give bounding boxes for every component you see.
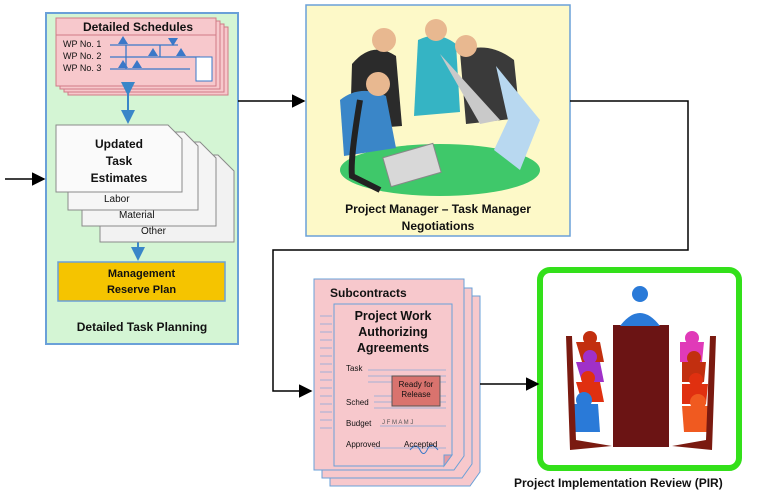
signature-mark — [409, 444, 439, 454]
wp-label-1: WP No. 1 — [63, 39, 102, 49]
budget-label: Budget — [346, 419, 372, 428]
ready-line-2: Release — [401, 390, 431, 399]
reserve-plan-label: Management Reserve Plan — [58, 266, 225, 298]
gantt-mini-doc — [195, 56, 213, 82]
gantt-lines — [110, 44, 200, 70]
estimates-title-line-1: Updated — [95, 137, 143, 151]
conference-table-illustration — [566, 286, 716, 450]
ready-for-release-box — [391, 375, 441, 407]
agreement-title: Project Work Authorizing Agreements — [334, 308, 452, 356]
estimate-pages — [55, 124, 235, 243]
estimate-page-material: Material — [119, 210, 155, 221]
reserve-plan-line-1: Management — [107, 268, 176, 280]
pir-caption: Project Implementation Review (PIR) — [514, 476, 723, 490]
planning-title: Detailed Task Planning — [76, 320, 208, 334]
meeting-illustration — [340, 19, 540, 196]
negotiation-to-agreement-connector — [272, 100, 689, 398]
reserve-plan-box — [57, 261, 226, 302]
ready-for-release-label: Ready for Release — [392, 380, 440, 400]
wp-label-3: WP No. 3 — [63, 63, 102, 73]
estimate-page-labor: Labor — [104, 194, 130, 205]
negotiation-caption: Project Manager – Task Manager Negotiati… — [306, 201, 570, 235]
agreement-title-line-2: Authorizing — [358, 325, 428, 339]
negotiation-caption-line-2: Negotiations — [401, 219, 475, 233]
gantt-triangles — [118, 36, 186, 68]
estimates-title-line-2: Task — [105, 154, 133, 168]
subcontracts-label: Subcontracts — [330, 286, 407, 300]
sched-label: Sched — [346, 398, 369, 407]
schedules-title: Detailed Schedules — [82, 20, 194, 34]
reserve-plan-line-2: Reserve Plan — [106, 284, 177, 296]
agreement-title-line-3: Agreements — [356, 341, 430, 355]
ready-line-1: Ready for — [398, 380, 434, 389]
wp-label-2: WP No. 2 — [63, 51, 102, 61]
accepted-label: Accepted — [404, 440, 438, 449]
negotiation-caption-line-1: Project Manager – Task Manager — [345, 202, 531, 216]
months-label: J F M A M J — [382, 420, 414, 426]
approved-label: Approved — [346, 440, 381, 449]
estimates-title-line-3: Estimates — [90, 171, 148, 185]
estimate-page-other: Other — [141, 226, 167, 237]
agreement-title-line-1: Project Work — [354, 309, 432, 323]
estimates-title: Updated Task Estimates — [56, 136, 182, 187]
task-label: Task — [346, 364, 363, 373]
